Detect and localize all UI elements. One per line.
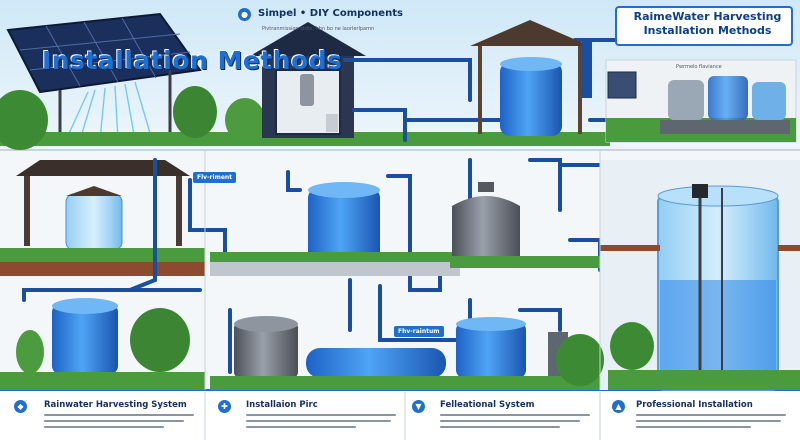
filter-tank xyxy=(452,182,520,258)
filter-tag: Pwrmelo flaviance xyxy=(676,64,722,70)
solar-panel xyxy=(6,12,202,140)
rain-gazebo xyxy=(16,160,190,251)
grey-storage-tank xyxy=(234,316,298,378)
pump-house xyxy=(250,22,366,138)
panel-title-box xyxy=(615,6,793,46)
section-title-professional: Professional Installation xyxy=(636,400,753,410)
droplet-icon: ◆ xyxy=(14,400,27,413)
middle-pipes xyxy=(22,158,602,374)
badge-mid: Fhv-raintum xyxy=(394,326,444,337)
glass-tank xyxy=(600,160,800,391)
panel-title: RaimeWater Harvesting Installation Metho… xyxy=(633,10,782,37)
diy-components-heading: Simpel • DIY Components xyxy=(258,8,403,19)
page-title: Installation Methods xyxy=(42,46,343,75)
middle-blue-tank xyxy=(308,182,380,268)
section-title-installation: Installaion Pirc xyxy=(246,400,318,410)
top-caption: Pivtranmission stdio: hbn bo ne laorlerl… xyxy=(262,26,375,32)
droplet-icon: ● xyxy=(238,8,251,21)
bottom-left-tank xyxy=(0,298,205,390)
horizontal-tank xyxy=(306,348,446,378)
section-title-filtration: Felleational System xyxy=(440,400,535,410)
panel-system xyxy=(605,59,797,143)
badge-top: Flv-riment xyxy=(193,172,237,183)
tree xyxy=(0,90,48,150)
wrench-icon: ✚ xyxy=(218,400,231,413)
section-title-rainwater: Rainwater Harvesting System xyxy=(44,400,187,410)
hardhat-icon: ▲ xyxy=(612,400,625,413)
filter-icon: ▼ xyxy=(412,400,425,413)
gazebo-tank xyxy=(470,20,590,136)
